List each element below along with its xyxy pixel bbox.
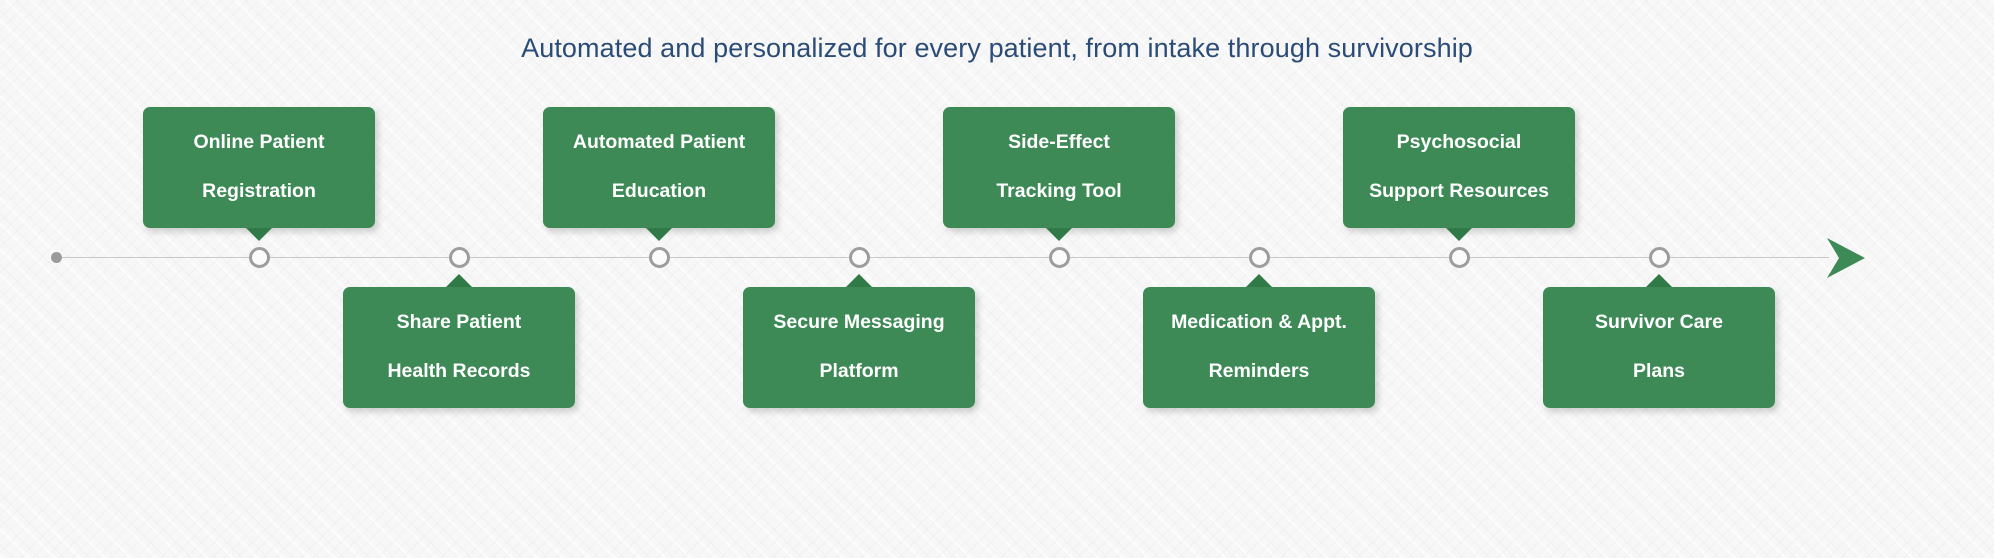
timeline-node-pointer-icon xyxy=(246,228,272,241)
timeline-marker[interactable] xyxy=(1048,247,1070,268)
timeline-node-label-line2: Reminders xyxy=(1208,359,1310,382)
arrow-right-icon xyxy=(1827,238,1865,278)
timeline-node-label-line2: Registration xyxy=(202,179,316,202)
timeline-node-label-line2: Health Records xyxy=(387,359,531,382)
timeline-node-pointer-icon xyxy=(1446,228,1472,241)
timeline-node-label-line2: Education xyxy=(611,179,707,202)
timeline-node-label-line1: Medication & Appt. xyxy=(1171,311,1347,333)
timeline-marker[interactable] xyxy=(1648,247,1670,268)
timeline-marker[interactable] xyxy=(1248,247,1270,268)
timeline-node-label-line2: Tracking Tool xyxy=(996,179,1122,202)
timeline-node[interactable]: Medication & Appt. Reminders xyxy=(1143,274,1375,408)
timeline-node-label-line2: Plans xyxy=(1632,359,1686,382)
timeline-node-label-line1: Share Patient xyxy=(396,311,522,333)
timeline-marker[interactable] xyxy=(448,247,470,268)
timeline-node-pointer-icon xyxy=(1646,274,1672,287)
timeline-node-label-line1: Side-Effect xyxy=(1008,131,1110,153)
timeline-start-dot xyxy=(51,252,62,263)
timeline-node-label-line1: Secure Messaging xyxy=(773,311,945,333)
timeline-node-label-line1: Automated Patient xyxy=(572,131,746,153)
timeline-node-label-line2: Support Resources xyxy=(1369,179,1549,202)
timeline-node-label-line1: Psychosocial xyxy=(1396,131,1522,153)
timeline-node-label-line1: Online Patient xyxy=(193,131,325,153)
timeline-node-pointer-icon xyxy=(1246,274,1272,287)
timeline-node-pointer-icon xyxy=(646,228,672,241)
page-title: Automated and personalized for every pat… xyxy=(521,33,1473,63)
timeline-marker[interactable] xyxy=(848,247,870,268)
timeline-node-pointer-icon xyxy=(1046,228,1072,241)
timeline-marker[interactable] xyxy=(1448,247,1470,268)
timeline-marker[interactable] xyxy=(248,247,270,268)
timeline-node-pointer-icon xyxy=(846,274,872,287)
timeline-node-label-line1: Survivor Care xyxy=(1595,311,1723,333)
timeline-node-label-line2: Platform xyxy=(819,359,899,382)
timeline-node-pointer-icon xyxy=(446,274,472,287)
timeline-marker[interactable] xyxy=(648,247,670,268)
timeline-axis xyxy=(57,257,1829,258)
